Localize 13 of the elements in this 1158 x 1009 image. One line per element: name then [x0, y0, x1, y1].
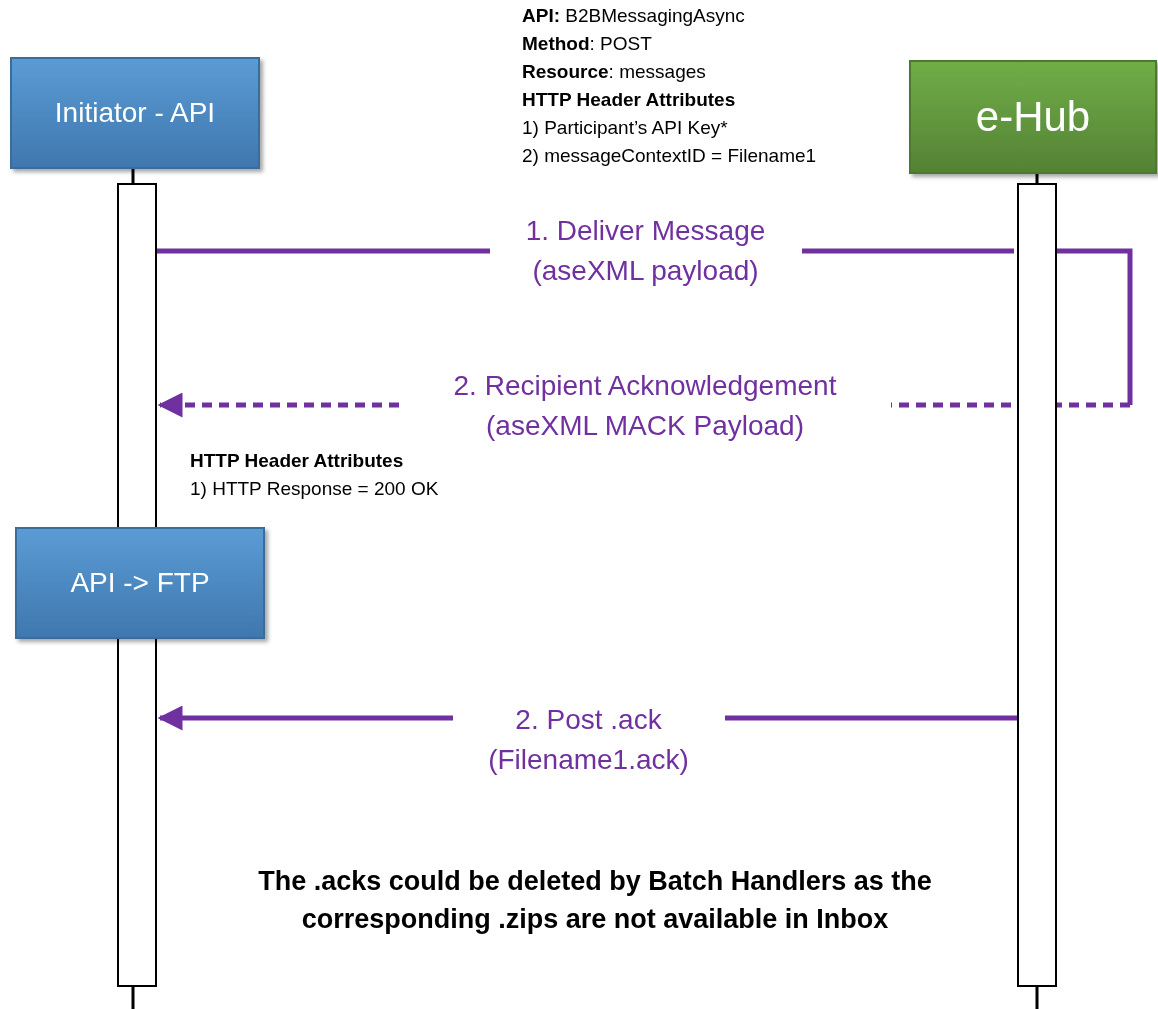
annotation-text: HTTP Header Attributes: [522, 89, 736, 111]
process-box: API -> FTP: [15, 527, 265, 639]
annotation-text: Method: POST: [522, 33, 652, 55]
activation-bar: [1017, 183, 1057, 987]
note: The .acks could be deleted by Batch Handlers as the corresponding .zips are not available in Inbox: [257, 865, 933, 936]
annotation-text: 2) messageContextID = Filename1: [522, 145, 817, 167]
annotation-text: Resource: messages: [522, 61, 706, 83]
annotation-text: API: B2BMessagingAsync: [522, 5, 745, 27]
lifeline-header: Initiator - API: [10, 57, 260, 169]
annotation-text: HTTP Header Attributes: [190, 450, 404, 472]
annotation-text: 1) HTTP Response = 200 OK: [190, 478, 439, 500]
lifeline-header: e-Hub: [909, 60, 1157, 174]
annotation-text: 1) Participant’s API Key*: [522, 117, 728, 139]
